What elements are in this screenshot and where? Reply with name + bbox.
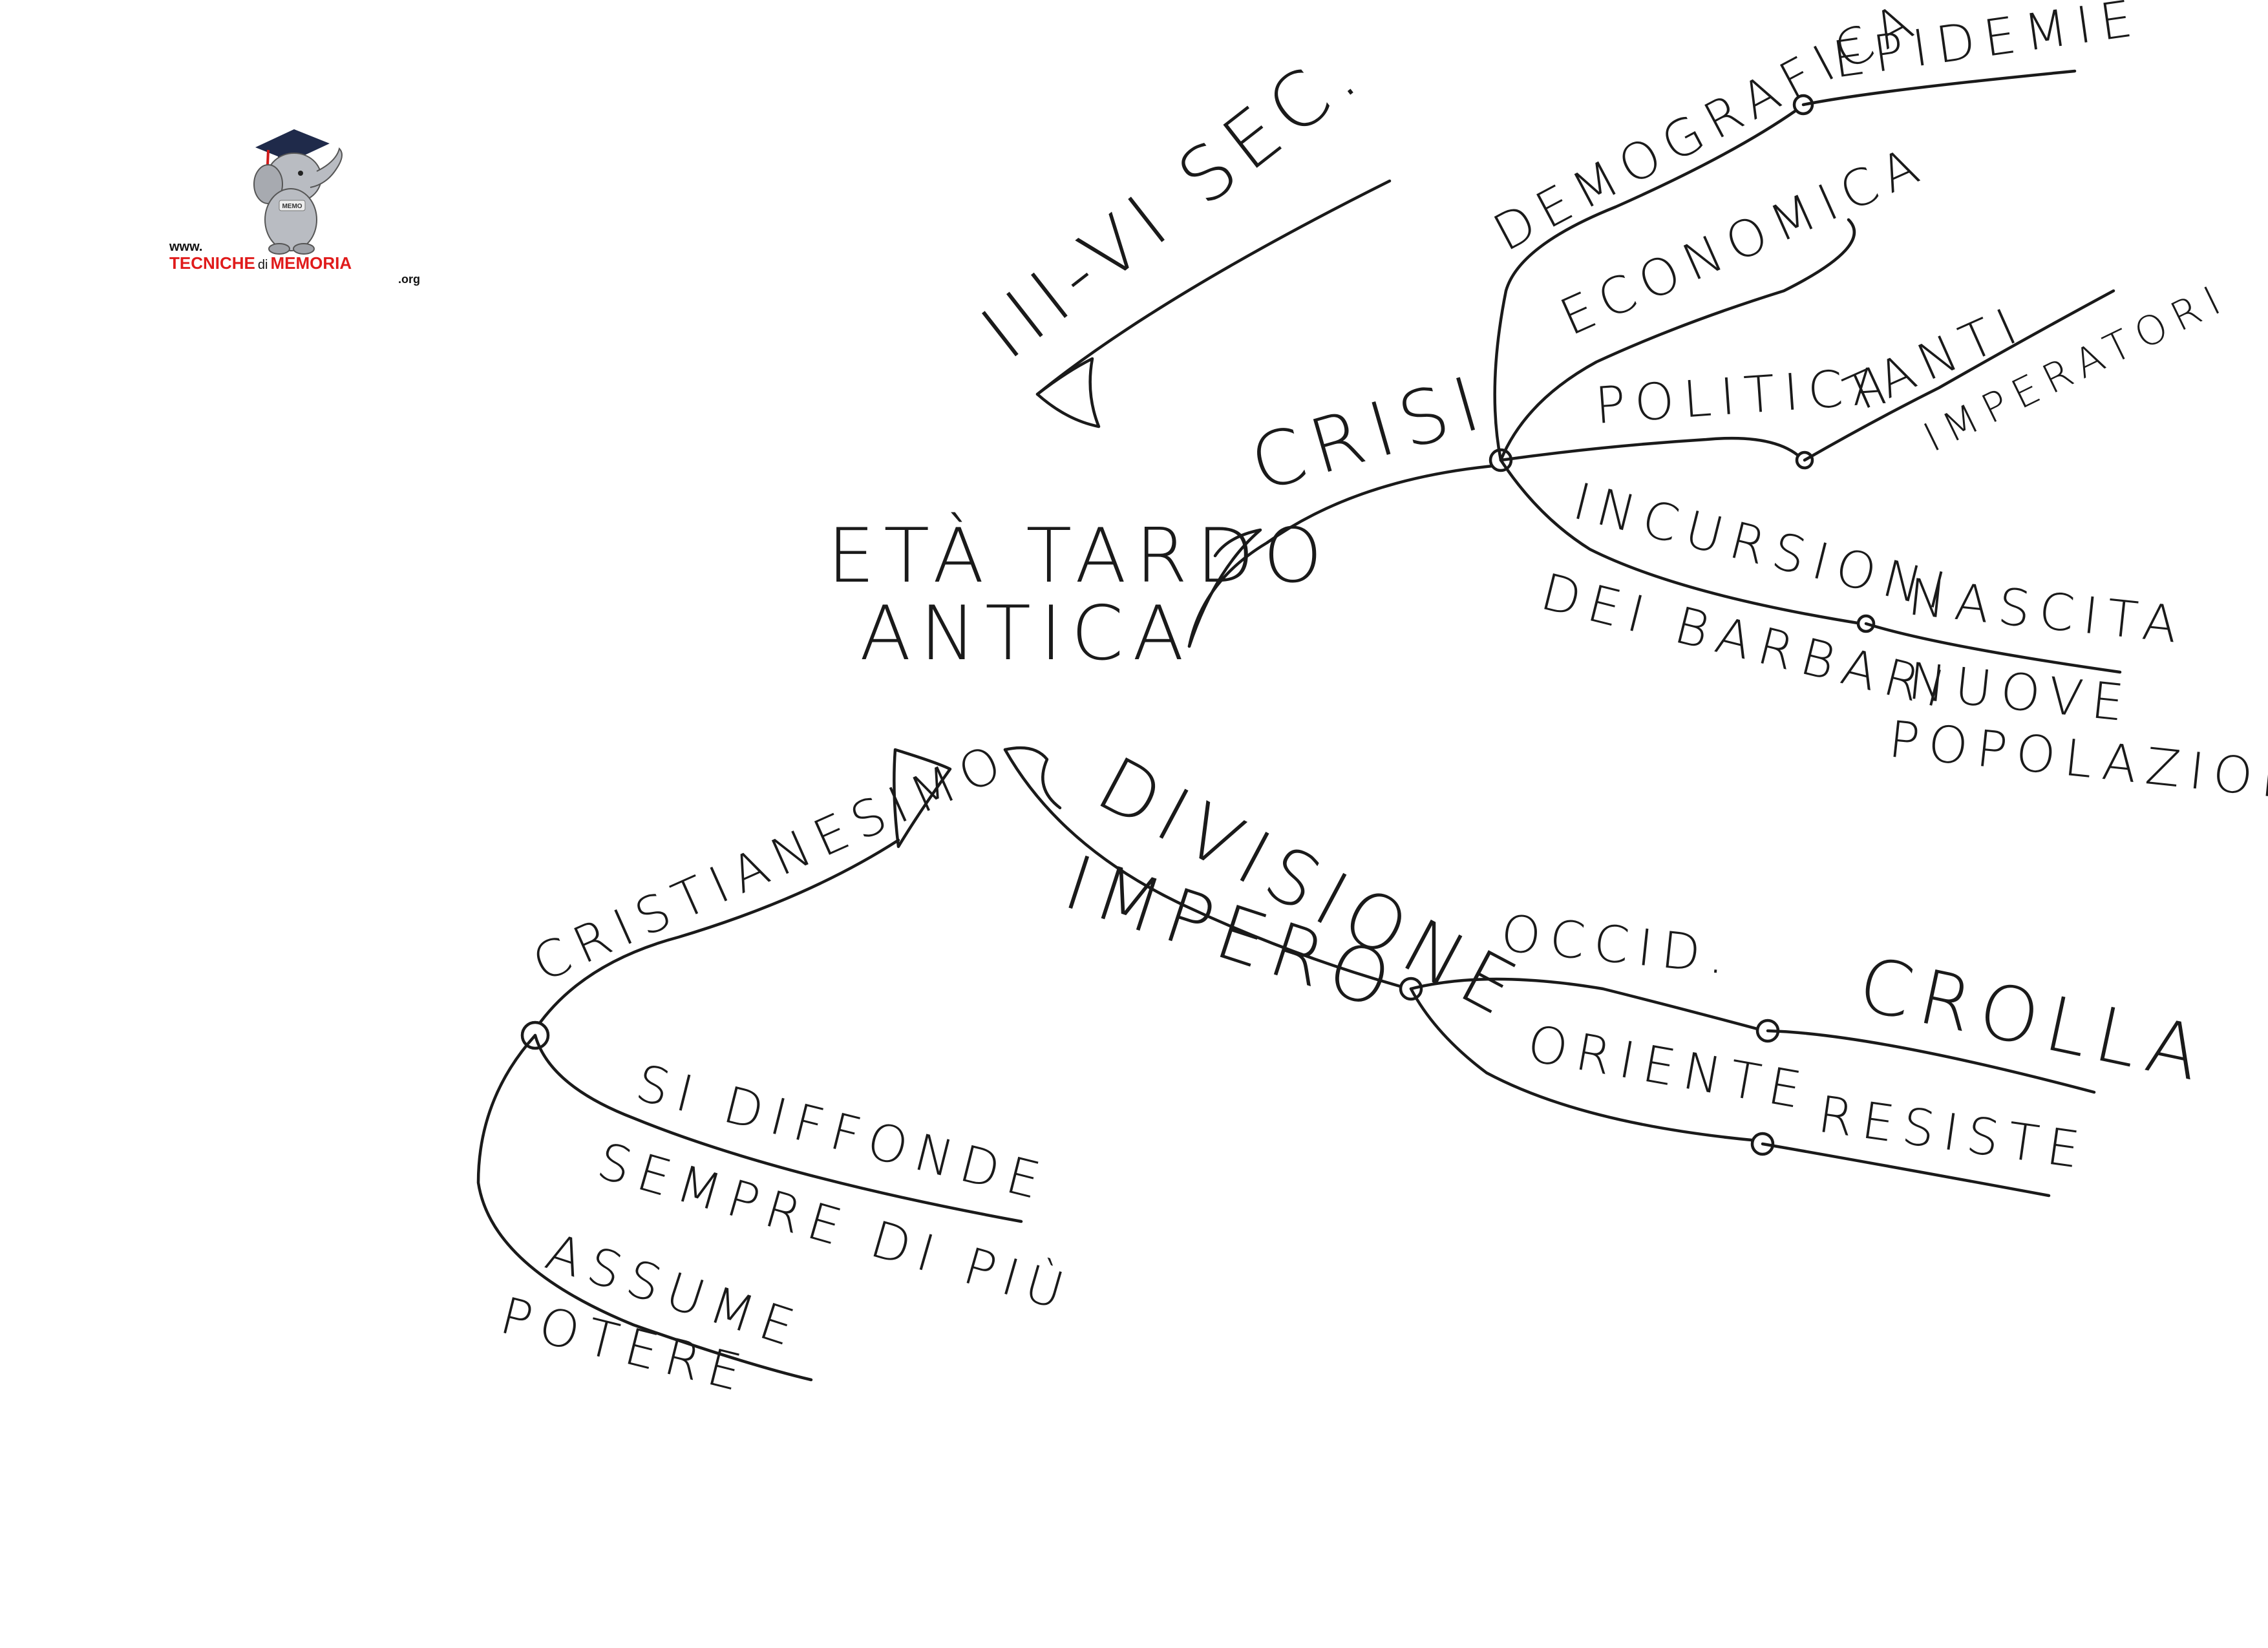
period-label: III-VI SEC.: [966, 26, 1379, 376]
occid-branch: [1409, 977, 1766, 1033]
crisi-label: CRISI: [1242, 358, 1498, 509]
demografica-branch: [1493, 108, 1799, 462]
politica-branch: [1499, 436, 1805, 462]
labels: ETÀ TARDO ANTICA III-VI SEC. CRISI DEMOG…: [494, 0, 2268, 1404]
cristianesimo-label: CRISTIANESIMO: [524, 731, 1018, 993]
resiste-label: RESISTE: [1814, 1086, 2092, 1181]
tanti-branch: [1803, 289, 2115, 462]
logo-org: .org: [398, 273, 420, 286]
logo-brand-di: di: [258, 258, 268, 272]
assume-branch: [476, 1033, 813, 1382]
central-topic-line1: ETÀ TARDO: [827, 512, 1331, 600]
nascita-branch: [1864, 622, 2122, 674]
mascot-badge: MEMO: [282, 203, 302, 210]
economica-branch: [1499, 218, 1856, 462]
cristianesimo-arrowhead: [893, 748, 952, 849]
occid-label: OCCID.: [1498, 904, 1737, 986]
branch-lines: [476, 69, 2122, 1382]
elephant-graduate-icon: MEMO: [253, 129, 343, 255]
si-diffonde-branch: [533, 1033, 1023, 1223]
logo-brand-part1: TECNICHE: [169, 253, 255, 273]
oriente-branch: [1409, 987, 1760, 1143]
crolla-branch: [1766, 1029, 2096, 1094]
cristianesimo-branch: [535, 838, 900, 1030]
divisione-arrowhead: [1003, 746, 1062, 810]
epidemie-branch: [1801, 69, 2077, 107]
divisione-branch: [1003, 748, 1411, 991]
period-branch: [1035, 179, 1392, 396]
incursioni-branch: [1499, 458, 1863, 626]
central-topic-line2: ANTICA: [860, 590, 1193, 677]
logo-brand-part2: MEMORIA: [270, 253, 352, 273]
logo-www: www.: [169, 240, 202, 254]
resiste-branch: [1761, 1142, 2051, 1198]
period-arrowhead: [1035, 357, 1101, 428]
crisi-arrowhead: [1187, 528, 1262, 648]
